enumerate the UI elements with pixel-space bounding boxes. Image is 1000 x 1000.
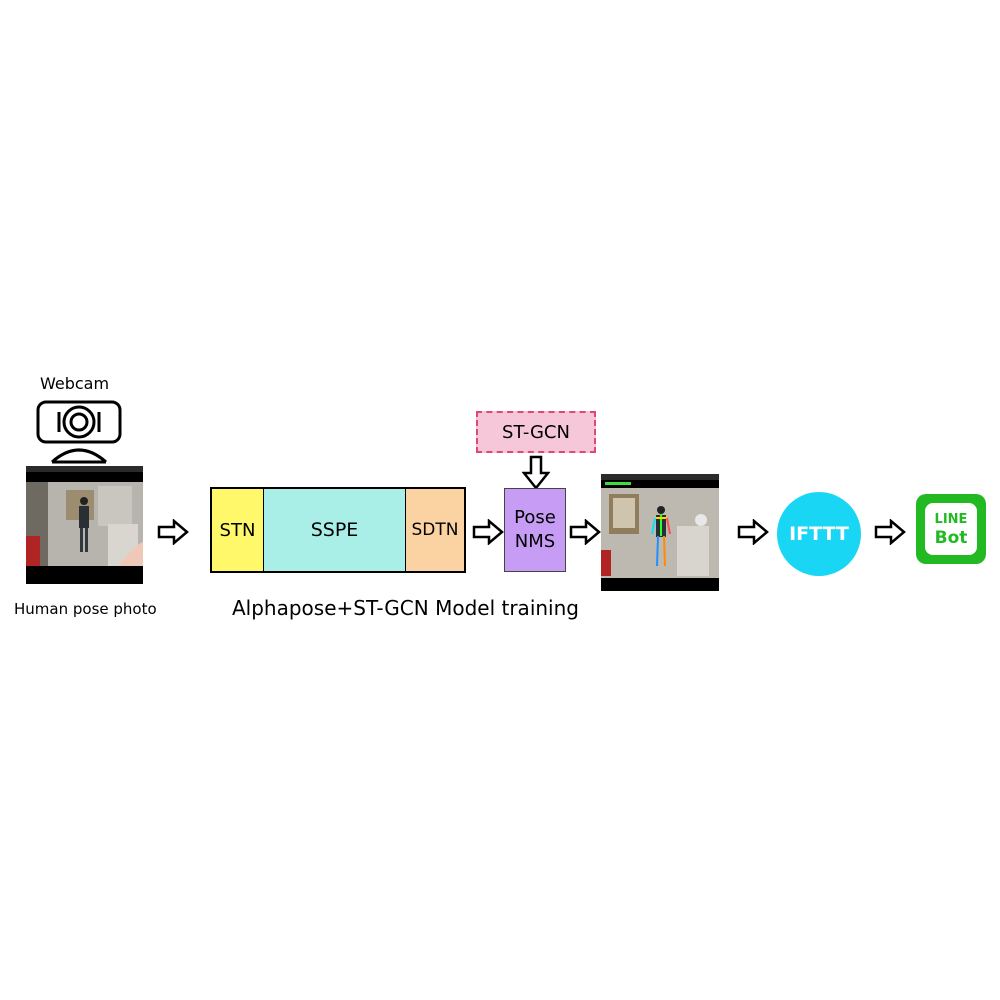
human-pose-photo bbox=[26, 466, 143, 584]
human-pose-photo-caption: Human pose photo bbox=[14, 600, 157, 618]
pose-nms-line2: NMS bbox=[514, 531, 556, 552]
st-gcn-box: ST-GCN bbox=[476, 411, 596, 453]
line-bot-line2: Bot bbox=[934, 528, 968, 548]
arrow-right-icon bbox=[569, 519, 601, 545]
arrow-right-icon bbox=[874, 519, 906, 545]
pose-nms-box: Pose NMS bbox=[504, 488, 566, 572]
st-gcn-label: ST-GCN bbox=[502, 421, 570, 443]
stn-label: STN bbox=[219, 519, 256, 541]
arrow-right-icon bbox=[472, 519, 504, 545]
webcam-icon bbox=[34, 398, 124, 466]
sspe-label: SSPE bbox=[310, 519, 359, 541]
line-bot-line1: LINE bbox=[934, 512, 968, 527]
ifttt-label: IFTTT bbox=[789, 523, 849, 545]
arrow-right-icon bbox=[737, 519, 769, 545]
sdtn-box: SDTN bbox=[406, 489, 464, 571]
ifttt-logo: IFTTT bbox=[777, 492, 861, 576]
model-caption: Alphapose+ST-GCN Model training bbox=[232, 596, 579, 620]
sspe-box: SSPE bbox=[264, 489, 406, 571]
pose-nms-line1: Pose bbox=[514, 507, 556, 528]
arrow-right-icon bbox=[157, 519, 189, 545]
line-bot-logo: LINE Bot bbox=[916, 494, 986, 564]
line-bot-inner: LINE Bot bbox=[925, 503, 977, 555]
stn-box: STN bbox=[212, 489, 264, 571]
model-block: STN SSPE SDTN bbox=[210, 487, 466, 573]
sdtn-label: SDTN bbox=[411, 520, 459, 540]
webcam-label: Webcam bbox=[40, 374, 110, 393]
arrow-down-icon bbox=[522, 455, 550, 491]
pose-result-photo bbox=[601, 474, 719, 591]
